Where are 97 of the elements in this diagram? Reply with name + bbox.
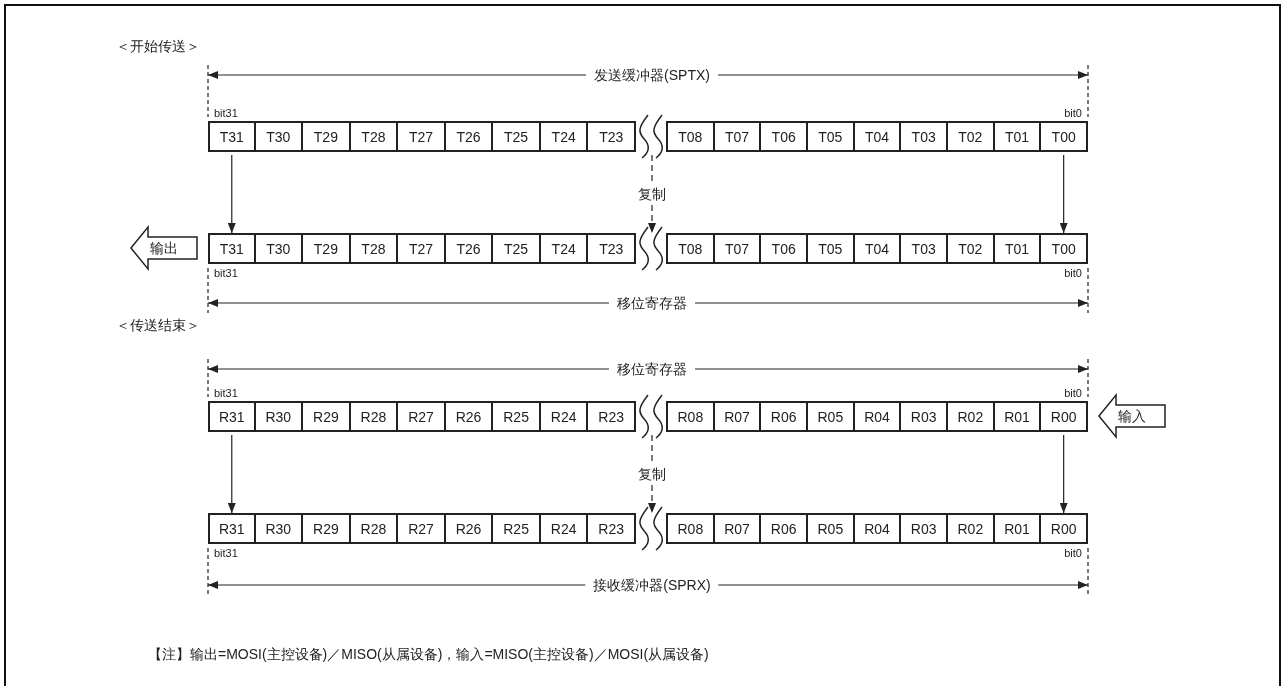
register-cell: T28 <box>348 121 399 152</box>
register-cell: T23 <box>586 121 636 152</box>
register-cell: R29 <box>301 513 351 544</box>
register-cell: R01 <box>992 401 1042 432</box>
register-cell: R08 <box>666 513 715 544</box>
register-cell: T04 <box>852 233 902 264</box>
note-text: 【注】输出=MOSI(主控设备)／MISO(从属设备)，输入=MISO(主控设备)／MOSI(从属设备) <box>148 646 709 664</box>
register-cell: R00 <box>1039 401 1088 432</box>
bit-label: bit0 <box>1064 267 1082 279</box>
register-cell: R23 <box>586 513 636 544</box>
register-cell: T05 <box>806 121 855 152</box>
register-cell: R31 <box>208 513 256 544</box>
register-cell: T01 <box>992 121 1042 152</box>
register-cell: R02 <box>946 401 995 432</box>
register-cell: R08 <box>666 401 715 432</box>
register-cell: T00 <box>1039 121 1088 152</box>
register-cell: R06 <box>759 401 808 432</box>
register-cell: R30 <box>253 401 304 432</box>
register-cell: R06 <box>759 513 808 544</box>
register-cell: T08 <box>666 121 715 152</box>
register-cell: T07 <box>712 121 762 152</box>
register-cell: R01 <box>992 513 1042 544</box>
register-cell: R03 <box>899 401 948 432</box>
register-cell: R28 <box>348 401 399 432</box>
register-cell: T31 <box>208 121 256 152</box>
bit-label: bit31 <box>214 547 238 559</box>
register-cell: T05 <box>806 233 855 264</box>
arrow <box>648 154 656 234</box>
register-cell: R05 <box>806 401 855 432</box>
register-cell: R24 <box>538 513 589 544</box>
register-cell: T03 <box>899 233 948 264</box>
register-cell: T27 <box>396 121 446 152</box>
register-cell: R29 <box>301 401 351 432</box>
register-cell: T30 <box>253 233 304 264</box>
register-cell: R02 <box>946 513 995 544</box>
register-cell: R25 <box>491 401 541 432</box>
section-heading: ＜传送结束＞ <box>116 317 200 335</box>
register-cell: T06 <box>759 121 808 152</box>
register-cell: R31 <box>208 401 256 432</box>
register-name: 移位寄存器 <box>609 361 695 377</box>
arrow-label: 输入 <box>1118 407 1146 425</box>
register-name: 移位寄存器 <box>609 295 695 311</box>
register-cell: T02 <box>946 233 995 264</box>
bit-label: bit31 <box>214 387 238 399</box>
edge-label: 复制 <box>636 465 668 483</box>
register-cell: T26 <box>443 121 494 152</box>
register-cell: R07 <box>712 401 762 432</box>
section-heading: ＜开始传送＞ <box>116 38 200 56</box>
register-cell: T28 <box>348 233 399 264</box>
bit-label: bit31 <box>214 107 238 119</box>
register-cell: T02 <box>946 121 995 152</box>
register-cell: T26 <box>443 233 494 264</box>
register-cell: T04 <box>852 121 902 152</box>
register-cell: T03 <box>899 121 948 152</box>
bit-label: bit0 <box>1064 107 1082 119</box>
register-cell: T06 <box>759 233 808 264</box>
register-cell: R24 <box>538 401 589 432</box>
edge-label: 复制 <box>636 185 668 203</box>
register-cell: T01 <box>992 233 1042 264</box>
bit-label: bit0 <box>1064 387 1082 399</box>
arrow <box>1059 154 1068 234</box>
register-cell: R03 <box>899 513 948 544</box>
register-cell: R28 <box>348 513 399 544</box>
register-name: 发送缓冲器(SPTX) <box>586 67 718 83</box>
register-cell: T30 <box>253 121 304 152</box>
register-cell: T29 <box>301 121 351 152</box>
register-cell: T31 <box>208 233 256 264</box>
register-cell: T07 <box>712 233 762 264</box>
register-cell: T25 <box>491 233 541 264</box>
register-cell: R27 <box>396 401 446 432</box>
register-cell: T00 <box>1039 233 1088 264</box>
bit-label: bit31 <box>214 267 238 279</box>
register-cell: R00 <box>1039 513 1088 544</box>
register-cell: R04 <box>852 513 902 544</box>
register-cell: R04 <box>852 401 902 432</box>
arrow <box>1059 434 1068 514</box>
arrow <box>648 434 656 514</box>
register-name: 接收缓冲器(SPRX) <box>585 577 719 593</box>
register-cell: R27 <box>396 513 446 544</box>
register-cell: T24 <box>538 233 589 264</box>
register-cell: T27 <box>396 233 446 264</box>
register-cell: T29 <box>301 233 351 264</box>
register-cell: T23 <box>586 233 636 264</box>
arrow-label: 输出 <box>150 239 178 257</box>
register-cell: R05 <box>806 513 855 544</box>
register-cell: R26 <box>443 513 494 544</box>
register-cell: T25 <box>491 121 541 152</box>
register-cell: R23 <box>586 401 636 432</box>
arrow <box>227 434 236 514</box>
register-cell: T08 <box>666 233 715 264</box>
arrow <box>227 154 236 234</box>
register-cell: T24 <box>538 121 589 152</box>
register-cell: R25 <box>491 513 541 544</box>
register-cell: R26 <box>443 401 494 432</box>
bit-label: bit0 <box>1064 547 1082 559</box>
register-cell: R07 <box>712 513 762 544</box>
register-cell: R30 <box>253 513 304 544</box>
